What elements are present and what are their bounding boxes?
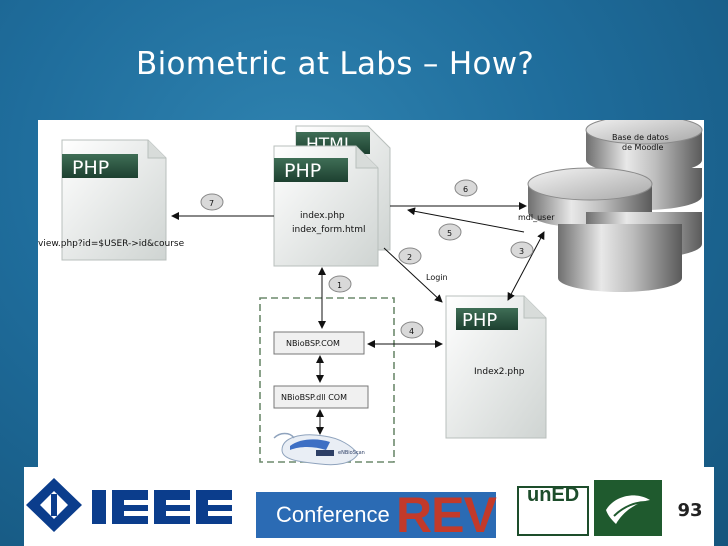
nbio-dll-label: NBioBSP.dll COM	[281, 393, 347, 402]
php-badge-center	[274, 158, 348, 182]
arrow-step-2	[383, 247, 443, 303]
db-cylinder-front-low	[558, 250, 682, 292]
step-badge-5: 5	[438, 223, 462, 241]
svg-text:4: 4	[409, 327, 414, 336]
svg-text:2: 2	[407, 253, 412, 262]
ieee-logo	[26, 478, 232, 532]
step-badge-2: 2	[398, 247, 422, 265]
conference-word: Conference	[276, 502, 390, 527]
index2-php-label: Index2.php	[474, 367, 525, 377]
step-badge-6: 6	[454, 179, 478, 197]
architecture-diagram: PHP view.php?id=$USER->id&course HTML PH…	[38, 120, 703, 466]
diagram-panel: PHP view.php?id=$USER->id&course HTML PH…	[38, 120, 704, 467]
step-badge-1: 1	[328, 275, 352, 293]
nbio-com-label: NBioBSP.COM	[286, 339, 340, 348]
db-cylinder-back-top	[585, 120, 703, 174]
php-badge-left-label: PHP	[72, 157, 109, 179]
database-icon: Base de datos de Moodle	[527, 120, 703, 292]
php-badge-bottom-label: PHP	[462, 310, 497, 331]
leaf-logo	[594, 480, 662, 536]
step-badge-4: 4	[400, 321, 424, 339]
uned-word: unED	[527, 484, 580, 506]
uned-logo: unED	[517, 484, 589, 536]
php-badge-center-label: PHP	[284, 160, 321, 182]
step-badge-7: 7	[200, 193, 224, 211]
php-document-center: PHP index.php index_form.html	[273, 145, 379, 267]
php-document-bottom: PHP Index2.php	[445, 295, 547, 439]
rev-word: REV	[396, 487, 497, 543]
svg-text:5: 5	[447, 229, 452, 238]
step-badge-3: 3	[510, 241, 534, 259]
svg-text:6: 6	[463, 185, 468, 194]
nbio-com-box: NBioBSP.COM	[273, 331, 365, 355]
index-php-label: index.php	[300, 211, 345, 221]
arrow-step-5	[407, 207, 525, 233]
scanner-brand-label: eNBioScan	[338, 450, 365, 456]
fingerprint-scanner-icon: eNBioScan	[273, 432, 365, 466]
php-badge-left	[62, 154, 138, 178]
db-title-line2: de Moodle	[622, 143, 664, 152]
db-title-line1: Base de datos	[612, 133, 669, 142]
conference-logo: Conference REV	[256, 487, 497, 543]
svg-text:3: 3	[519, 247, 524, 256]
mdl-user-label: mdl_user	[518, 213, 555, 222]
slide-title: Biometric at Labs – How?	[136, 46, 535, 82]
page-number: 93	[677, 500, 703, 521]
arrow-step-3	[507, 231, 545, 301]
login-label: Login	[426, 273, 448, 282]
svg-text:7: 7	[209, 199, 214, 208]
index-form-label: index_form.html	[292, 225, 365, 235]
php-badge-bottom	[456, 308, 518, 330]
nbio-dll-box: NBioBSP.dll COM	[273, 385, 369, 409]
svg-text:1: 1	[337, 281, 342, 290]
view-php-caption: view.php?id=$USER->id&course	[38, 239, 185, 249]
php-document-left: PHP	[61, 139, 167, 261]
